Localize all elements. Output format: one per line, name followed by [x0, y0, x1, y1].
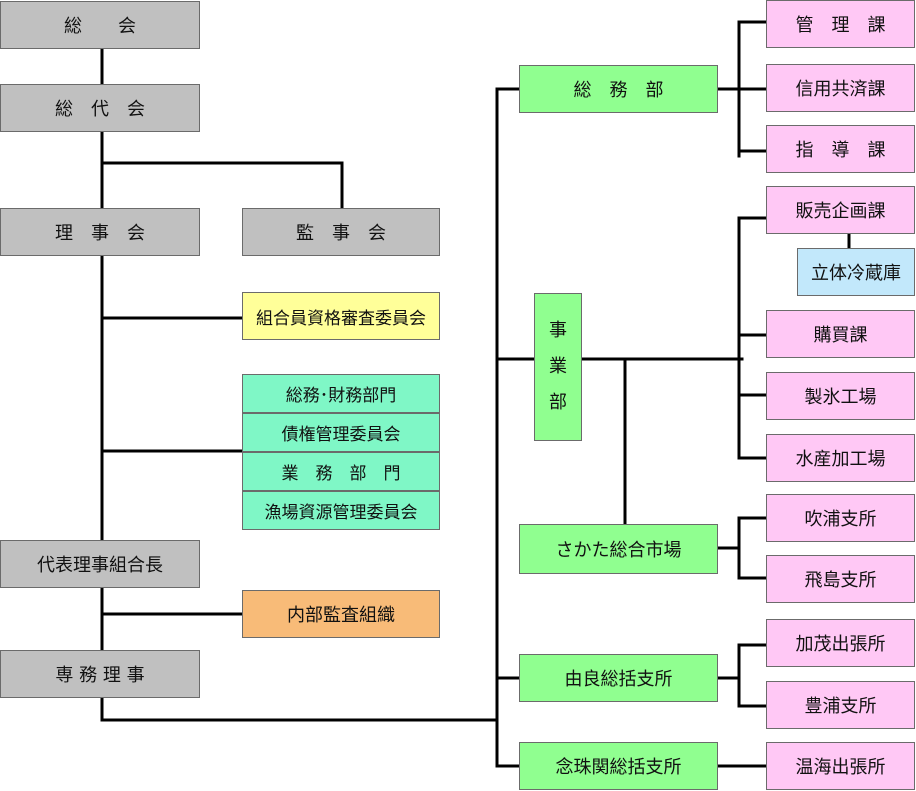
representative-assembly-box: 総 代 会 [0, 84, 200, 132]
fukura-branch-box: 吹浦支所 [766, 494, 915, 542]
business-dept-char: 事 [549, 320, 567, 341]
committee-item: 漁場資源管理委員会 [242, 491, 440, 530]
sales-planning-section-box: 販売企画課 [766, 186, 915, 234]
business-dept-char: 業 [549, 356, 567, 377]
kamo-office-box: 加茂出張所 [766, 619, 915, 667]
tobishima-branch-box: 飛島支所 [766, 555, 915, 603]
purchasing-section-box: 購買課 [766, 310, 915, 358]
atsumi-office-box: 温海出張所 [766, 742, 915, 790]
internal-audit-box: 内部監査組織 [242, 590, 440, 638]
credit-insurance-section-box: 信用共済課 [766, 64, 915, 112]
nezugaseki-branch-box: 念珠関総括支所 [519, 742, 718, 790]
committee-item: 業 務 部 門 [242, 452, 440, 491]
board-of-directors-box: 理 事 会 [0, 208, 200, 256]
managing-director-box: 専 務 理 事 [0, 650, 200, 698]
cold-storage-box: 立体冷蔵庫 [797, 248, 915, 296]
business-dept-box: 事 業 部 [534, 293, 582, 441]
yura-branch-box: 由良総括支所 [519, 654, 718, 702]
committee-item: 総務･財務部門 [242, 374, 440, 413]
seafood-processing-box: 水産加工場 [766, 434, 915, 482]
general-affairs-dept-box: 総 務 部 [519, 65, 718, 113]
general-assembly-box: 総 会 [0, 1, 200, 49]
management-section-box: 管 理 課 [766, 0, 915, 48]
committee-item: 債権管理委員会 [242, 413, 440, 452]
membership-review-committee-box: 組合員資格審査委員会 [242, 292, 440, 340]
business-dept-char: 部 [549, 392, 567, 413]
houra-branch-box: 豊浦支所 [766, 681, 915, 729]
representative-director-box: 代表理事組合長 [0, 540, 200, 588]
ice-factory-box: 製氷工場 [766, 372, 915, 420]
sakata-market-box: さかた総合市場 [519, 524, 718, 574]
board-of-auditors-box: 監 事 会 [242, 208, 440, 256]
guidance-section-box: 指 導 課 [766, 125, 915, 173]
